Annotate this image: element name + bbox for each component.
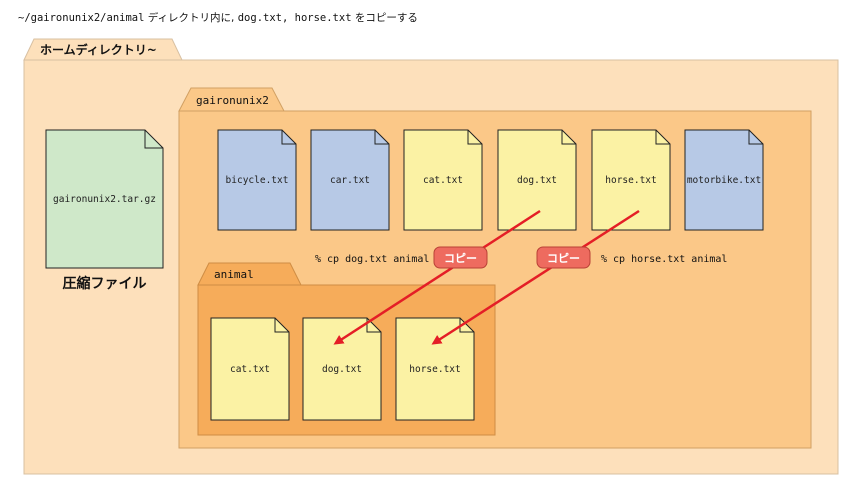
animal-file-cat-txt-label: cat.txt bbox=[230, 364, 270, 375]
archive-file-shape bbox=[45, 129, 164, 269]
file-horse-txt: horse.txt bbox=[591, 129, 671, 231]
copy-badge-horse-box bbox=[536, 246, 591, 269]
animal-file-horse-txt-fold bbox=[459, 318, 474, 333]
file-bicycle-txt-fold bbox=[281, 130, 296, 145]
home-folder-label: ホームディレクトリ~ bbox=[40, 42, 157, 57]
file-motorbike-txt-label: motorbike.txt bbox=[687, 175, 761, 186]
copy-arrow-dog bbox=[333, 209, 541, 345]
file-bicycle-txt-label: bicycle.txt bbox=[226, 175, 289, 186]
gaironunix2-folder-label: gaironunix2 bbox=[196, 94, 269, 107]
file-dog-txt: dog.txt bbox=[497, 129, 577, 231]
instruction-path: ~/gaironunix2/animal bbox=[18, 12, 145, 24]
file-car-txt-fold bbox=[374, 130, 389, 145]
copy-badge-dog: コピー bbox=[433, 246, 488, 269]
animal-file-horse-txt-label: horse.txt bbox=[409, 364, 460, 375]
gaironunix2-files: bicycle.txt car.txt cat.txt dog.txt horse.tx… bbox=[217, 129, 764, 231]
animal-file-dog-txt: dog.txt bbox=[302, 317, 382, 421]
instruction-middle: ディレクトリ内に, bbox=[147, 12, 235, 24]
file-motorbike-txt: motorbike.txt bbox=[684, 129, 764, 231]
instruction-suffix: をコピーする bbox=[354, 12, 418, 24]
animal-file-horse-txt-shape bbox=[395, 317, 475, 421]
copy-arrow-horse bbox=[431, 209, 640, 345]
file-dog-txt-shape bbox=[497, 129, 577, 231]
archive-caption: 圧縮ファイル bbox=[63, 275, 147, 292]
copy-badge-horse: コピー bbox=[536, 246, 591, 269]
file-cat-txt: cat.txt bbox=[403, 129, 483, 231]
file-car-txt: car.txt bbox=[310, 129, 390, 231]
file-cat-txt-shape bbox=[403, 129, 483, 231]
file-car-txt-label: car.txt bbox=[330, 175, 370, 186]
file-cat-txt-label: cat.txt bbox=[423, 175, 463, 186]
cp-horse-command: % cp horse.txt animal bbox=[601, 254, 727, 265]
file-horse-txt-shape bbox=[591, 129, 671, 231]
animal-file-cat-txt: cat.txt bbox=[210, 317, 290, 421]
animal-file-cat-txt-fold bbox=[274, 318, 289, 333]
file-car-txt-shape bbox=[310, 129, 390, 231]
animal-file-horse-txt: horse.txt bbox=[395, 317, 475, 421]
archive-file-fold bbox=[144, 130, 163, 149]
cp-dog-command: % cp dog.txt animal bbox=[315, 254, 429, 265]
file-motorbike-txt-shape bbox=[684, 129, 764, 231]
copy-badge-dog-label: コピー bbox=[444, 252, 477, 265]
copy-badge-horse-label: コピー bbox=[547, 252, 580, 265]
animal-file-cat-txt-shape bbox=[210, 317, 290, 421]
file-horse-txt-label: horse.txt bbox=[605, 175, 656, 186]
file-cat-txt-fold bbox=[467, 130, 482, 145]
file-bicycle-txt: bicycle.txt bbox=[217, 129, 297, 231]
archive-filename: gaironunix2.tar.gz bbox=[53, 194, 156, 205]
file-horse-txt-fold bbox=[655, 130, 670, 145]
instruction-files: dog.txt, horse.txt bbox=[237, 12, 352, 24]
animal-file-dog-txt-shape bbox=[302, 317, 382, 421]
animal-folder-label: animal bbox=[214, 268, 254, 281]
file-motorbike-txt-fold bbox=[748, 130, 763, 145]
file-dog-txt-fold bbox=[561, 130, 576, 145]
animal-file-dog-txt-label: dog.txt bbox=[322, 364, 362, 375]
instruction-text: ~/gaironunix2/animal ディレクトリ内に, dog.txt, … bbox=[18, 10, 418, 25]
archive-file: gaironunix2.tar.gz bbox=[45, 129, 164, 269]
file-dog-txt-label: dog.txt bbox=[517, 175, 557, 186]
file-bicycle-txt-shape bbox=[217, 129, 297, 231]
animal-files: cat.txt dog.txt horse.txt bbox=[210, 317, 475, 421]
copy-badge-dog-box bbox=[433, 246, 488, 269]
